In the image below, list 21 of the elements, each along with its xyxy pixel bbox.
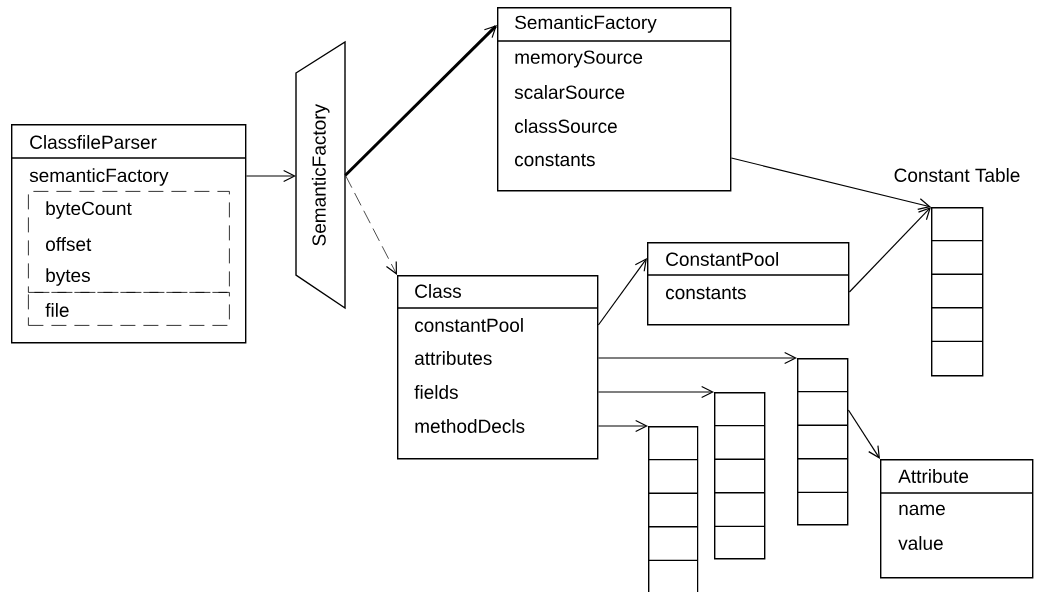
node-label: Constant Table [894,168,1020,182]
arrow [597,351,797,365]
array-table [647,426,699,592]
arrow [847,409,880,459]
array-table [713,392,766,560]
class-box: Class constantPool attributes fields methodDecls [396,275,599,460]
field-group-box: file [28,292,230,326]
arrow [597,419,648,433]
arrow [597,385,714,399]
array-table: Constant Table [894,168,1020,377]
factory-trapezoid: SemanticFactory [295,40,346,310]
class-box: SemanticFactory memorySource scalarSource classSource constants [496,7,732,192]
arrow [730,157,931,210]
array-table [796,358,849,526]
arrow [345,174,397,275]
class-box: Attribute name value [879,459,1034,579]
arrow [344,25,497,177]
arrow [848,207,931,293]
class-box: ConstantPool constants [646,242,850,326]
arrow [245,169,296,183]
arrow [597,258,647,326]
